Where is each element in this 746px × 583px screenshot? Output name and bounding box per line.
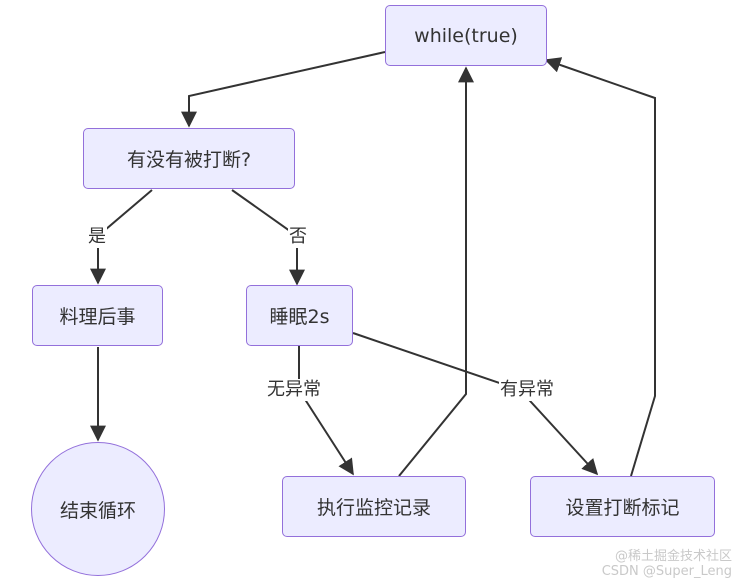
edge-label-yes: 是 [87, 226, 107, 248]
edge-monitor-to-loop [398, 66, 474, 477]
node-sleep[interactable]: 睡眠2s [246, 285, 353, 346]
node-while-true[interactable]: while(true) [385, 5, 547, 66]
node-monitor-record[interactable]: 执行监控记录 [282, 476, 466, 537]
node-cleanup[interactable]: 料理后事 [32, 285, 163, 346]
edge-setflag-to-loop [544, 57, 656, 477]
edge-label-no: 否 [288, 226, 308, 248]
edge-label-has-exception: 有异常 [499, 379, 555, 401]
edge-sleep-to-setflag [352, 332, 599, 476]
node-set-interrupt-flag[interactable]: 设置打断标记 [530, 476, 715, 537]
node-end-loop[interactable]: 结束循环 [31, 442, 165, 576]
watermark-author: CSDN @Super_Leng [601, 564, 732, 579]
edge-loop-to-check [181, 51, 386, 128]
edge-label-no-exception: 无异常 [266, 379, 322, 401]
edge-sleep-to-monitor [298, 345, 354, 476]
node-interrupt-check[interactable]: 有没有被打断? [83, 128, 295, 189]
watermark-community: @稀土掘金技术社区 [614, 549, 732, 564]
